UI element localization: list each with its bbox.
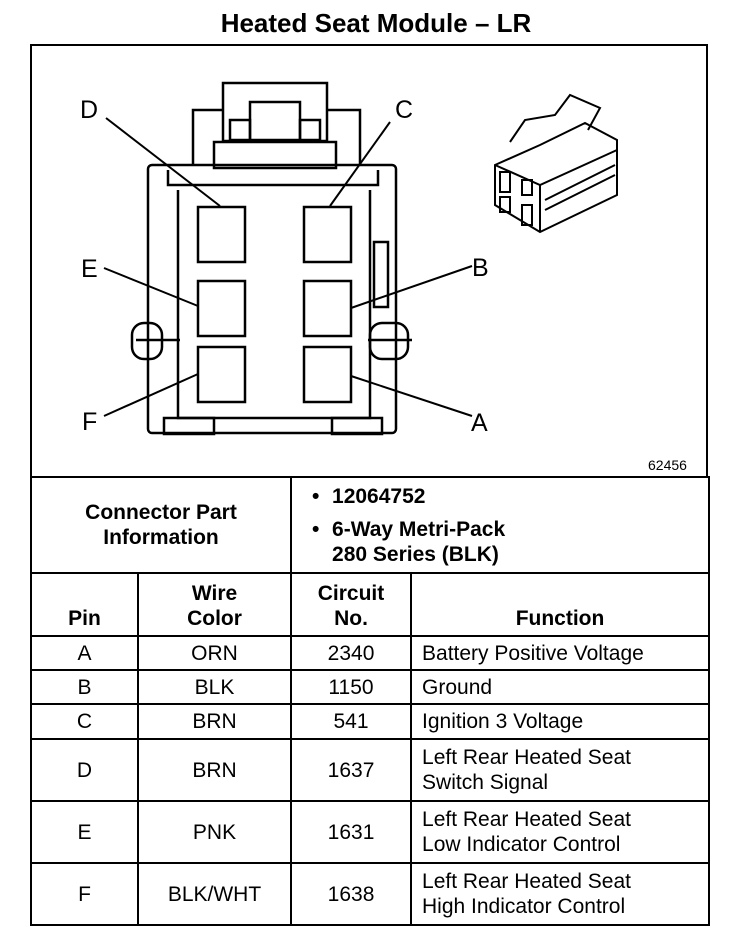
- cell-circuit-no: 1631: [290, 800, 413, 864]
- cell-function: Ground: [410, 669, 711, 705]
- pin-label-f: F: [82, 408, 97, 436]
- cell-wire-color: BRN: [136, 738, 293, 802]
- cell-circuit-no: 1150: [290, 669, 413, 705]
- header-wire-line2: Color: [187, 607, 242, 630]
- cell-pin: C: [30, 703, 139, 740]
- cell-pin: F: [30, 862, 139, 926]
- pin-cavity-a: [302, 345, 353, 404]
- header-circuit-line1: Circuit: [317, 582, 385, 605]
- cell-circuit-no: 1637: [290, 738, 413, 802]
- function-line1: Ignition 3 Voltage: [422, 710, 584, 733]
- connector-type: 6-Way Metri-Pack: [332, 517, 506, 541]
- pin-cavity-b: [302, 279, 353, 338]
- diagram-title: Heated Seat Module – LR: [220, 8, 532, 38]
- function-line1: Battery Positive Voltage: [422, 641, 644, 665]
- connector-3d-view: [494, 93, 618, 234]
- pin-label-a: A: [471, 409, 488, 437]
- pin-label-b: B: [472, 254, 489, 282]
- pin-cavity-f: [196, 345, 247, 404]
- header-pin: Pin: [30, 572, 139, 637]
- function-line1: Left Rear Heated Seat: [422, 870, 631, 893]
- connector-series: 280 Series (BLK): [332, 542, 499, 566]
- connector-body: [130, 108, 412, 436]
- function-line1: Left Rear Heated Seat: [422, 808, 631, 831]
- connector-info-label: Connector Part Information: [29, 476, 293, 574]
- cell-wire-color: BLK/WHT: [136, 862, 293, 926]
- leader-lines: [103, 117, 473, 417]
- connector-info-row: Connector Part Information •12064752 •6-…: [29, 476, 711, 574]
- function-line1: Ground: [422, 675, 493, 699]
- connector-diagram: D C E B F A 62456: [80, 81, 687, 473]
- pin-cavity-d: [196, 205, 247, 264]
- function-line1: Left Rear Heated Seat: [422, 746, 631, 769]
- header-circuit-line2: No.: [334, 607, 368, 630]
- cell-wire-color: BRN: [136, 703, 293, 740]
- part-number: 12064752: [332, 484, 426, 508]
- pinout-table: Connector Part Information •12064752 •6-…: [29, 476, 711, 926]
- cell-wire-color: PNK: [136, 800, 293, 864]
- pin-label-c: C: [395, 96, 413, 124]
- cell-pin: D: [30, 738, 139, 802]
- pin-cavity-e: [196, 279, 247, 338]
- cell-pin: A: [30, 635, 139, 671]
- connector-info-list: •12064752 •6-Way Metri-Pack 280 Series (…: [290, 476, 711, 574]
- figure-number: 62456: [648, 457, 687, 473]
- function-line2: High Indicator Control: [422, 895, 626, 918]
- header-wire-line1: Wire: [191, 582, 238, 605]
- cell-circuit-no: 541: [290, 703, 413, 740]
- connector-latch: [212, 81, 338, 170]
- cell-function: Battery Positive Voltage: [410, 635, 711, 671]
- cell-function: Ignition 3 Voltage: [410, 703, 711, 740]
- pin-label-e: E: [81, 255, 98, 283]
- cell-wire-color: BLK: [136, 669, 293, 705]
- cell-circuit-no: 1638: [290, 862, 413, 926]
- table-row: A ORN 2340 Battery Positive Voltage: [30, 635, 711, 671]
- function-line2: Low Indicator Control: [422, 833, 621, 856]
- pin-cavities: [196, 205, 353, 404]
- diagram-frame: [30, 44, 708, 476]
- cell-pin: E: [30, 800, 139, 864]
- function-line2: Switch Signal: [422, 771, 549, 794]
- cell-wire-color: ORN: [136, 635, 293, 671]
- header-function: Function: [410, 572, 711, 637]
- pin-label-d: D: [80, 96, 98, 124]
- table-row: C BRN 541 Ignition 3 Voltage: [30, 703, 711, 740]
- cell-pin: B: [30, 669, 139, 705]
- table-row: B BLK 1150 Ground: [30, 669, 711, 705]
- pin-cavity-c: [302, 205, 353, 264]
- cell-circuit-no: 2340: [290, 635, 413, 671]
